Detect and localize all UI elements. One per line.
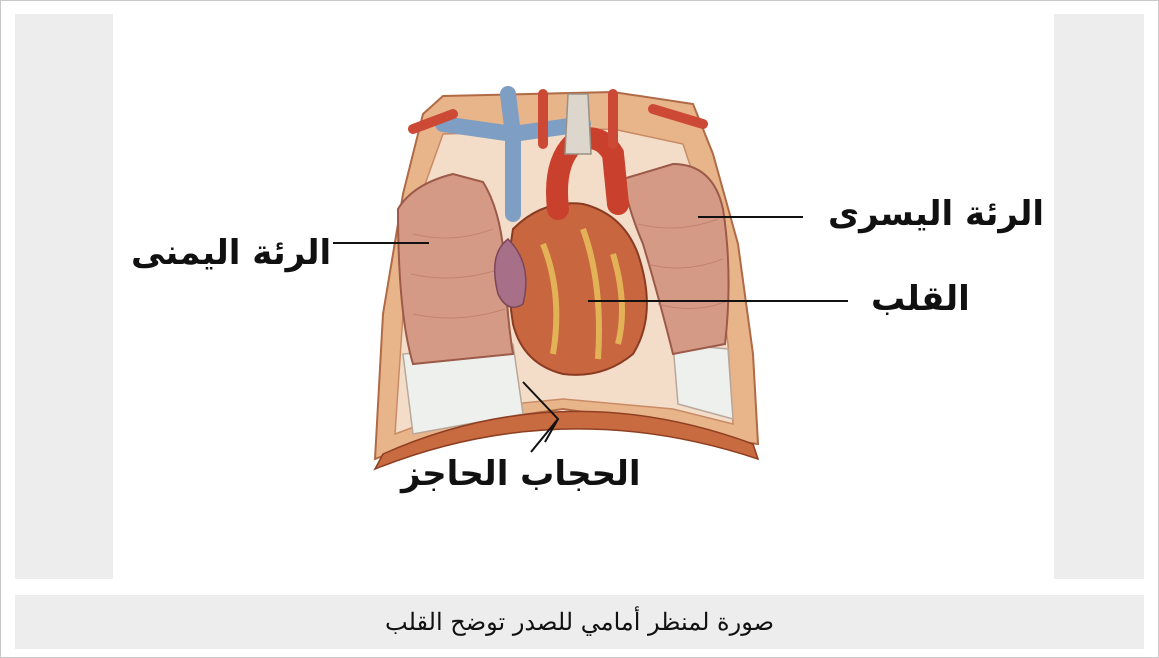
label-left-lung: الرئة اليسرى <box>828 194 1044 234</box>
label-diaphragm: الحجاب الحاجز <box>401 454 641 494</box>
label-heart: القلب <box>871 279 970 319</box>
label-right-lung: الرئة اليمنى <box>131 233 331 273</box>
trachea <box>565 94 591 154</box>
chest-anatomy-figure: الرئة اليسرى الرئة اليمنى القلب الحجاب ا… <box>113 14 1054 579</box>
figure-caption: صورة لمنظر أمامي للصدر توضح القلب <box>15 595 1144 649</box>
left-side-panel <box>15 14 113 579</box>
right-side-panel <box>1054 14 1144 579</box>
caption-bar: صورة لمنظر أمامي للصدر توضح القلب <box>15 595 1144 649</box>
